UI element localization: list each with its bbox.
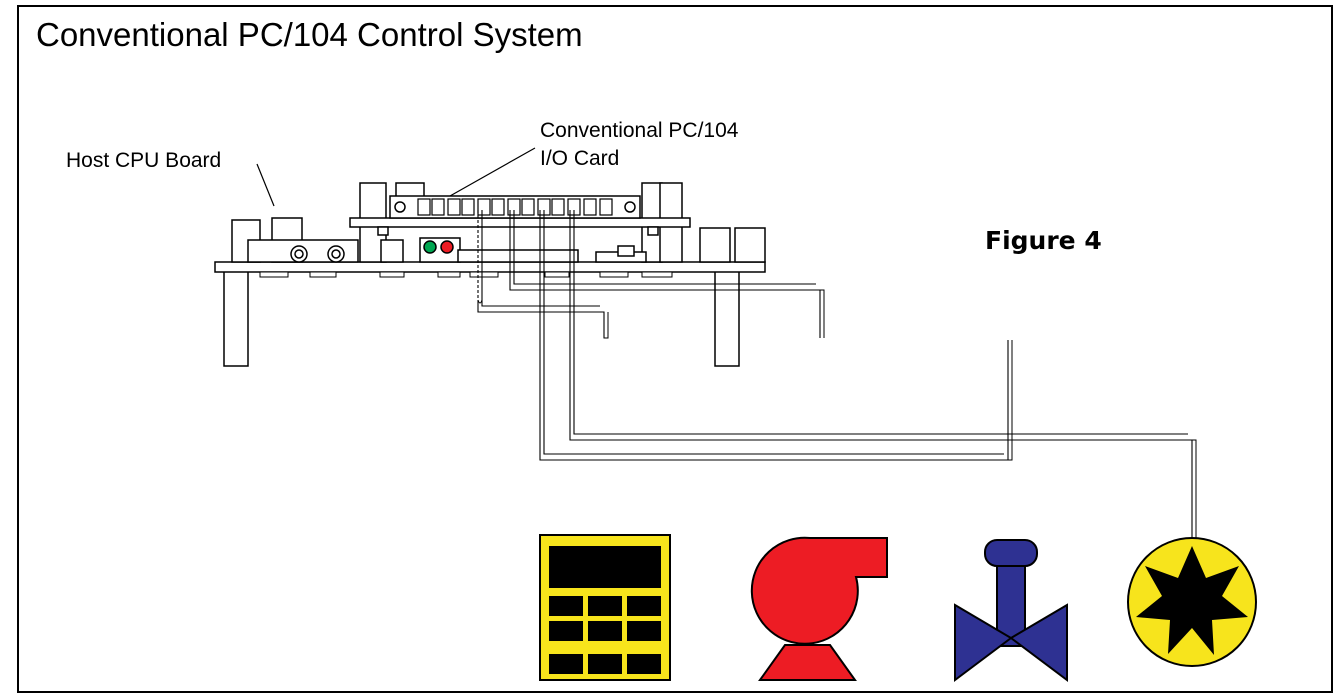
io-card-leader-line — [449, 147, 536, 197]
standoff-right — [714, 269, 740, 367]
led-green-icon — [423, 240, 437, 254]
figure-number: Figure 4 — [985, 226, 1102, 255]
board-chips — [259, 271, 673, 278]
host-cpu-leader-line — [256, 163, 275, 207]
io-card-pcb — [349, 217, 691, 228]
twisted-pair-cables — [477, 210, 1193, 538]
page-title: Conventional PC/104 Control System — [36, 16, 583, 53]
io-card-label-line2: I/O Card — [540, 147, 620, 170]
host-cpu-label: Host CPU Board — [66, 149, 222, 172]
terminal-screws — [417, 198, 613, 216]
pump-icon — [750, 536, 888, 681]
cable-twist-pattern — [477, 289, 1197, 538]
standoff-left — [223, 269, 249, 367]
io-card-label-line1: Conventional PC/104 — [540, 119, 739, 142]
display-panel-icon — [539, 534, 671, 681]
flow-meter-icon — [1127, 537, 1257, 667]
led-red-icon — [440, 240, 454, 254]
cpu-board-pcb — [214, 261, 766, 273]
valve-icon — [954, 539, 1068, 682]
